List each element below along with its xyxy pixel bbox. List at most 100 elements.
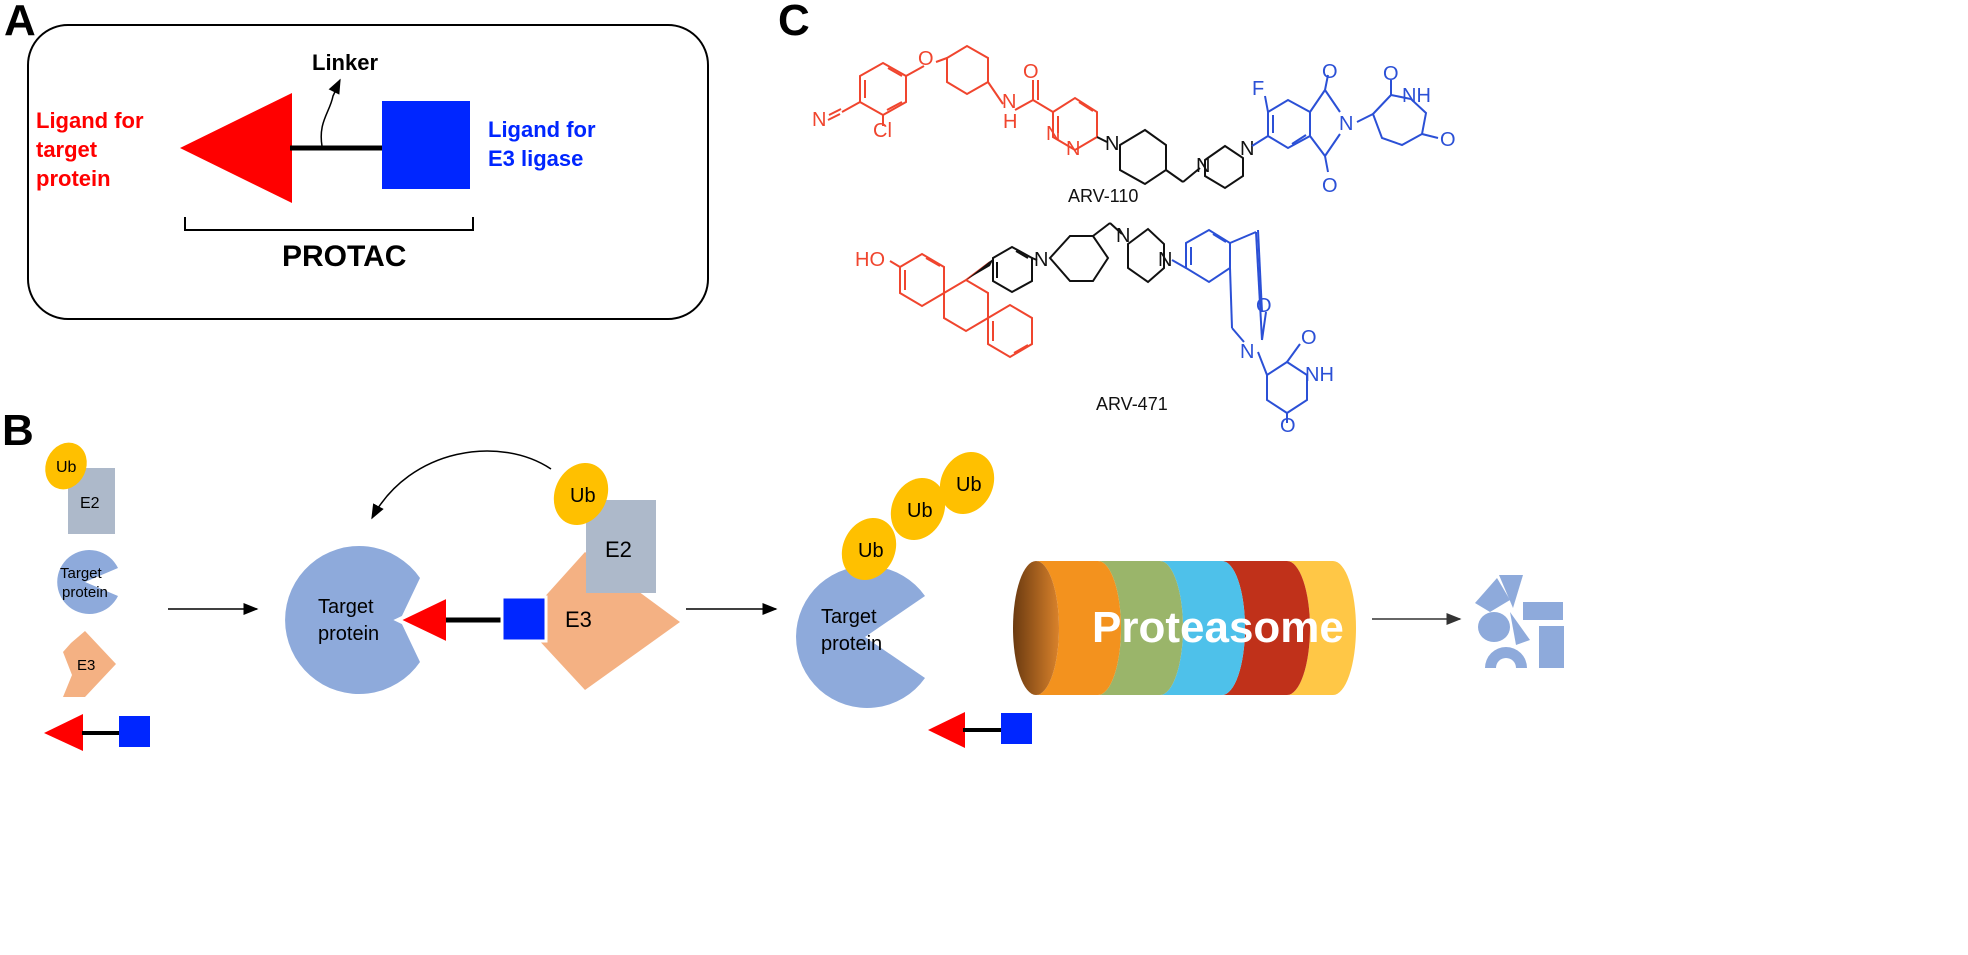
svg-text:N: N bbox=[812, 109, 826, 131]
fragment-6 bbox=[1539, 626, 1564, 668]
legend-target-shape bbox=[57, 550, 118, 614]
svg-text:O: O bbox=[1322, 175, 1338, 197]
complex-protac-square bbox=[500, 595, 548, 643]
linker-pointer bbox=[320, 78, 341, 147]
tagged-ub-1-ellipse bbox=[841, 517, 897, 581]
protac-label: PROTAC bbox=[282, 240, 406, 273]
tagged-target-shape bbox=[796, 565, 925, 708]
complex-target-shape bbox=[285, 546, 420, 694]
proteasome-band-3 bbox=[1160, 561, 1245, 695]
legend-protac-square bbox=[119, 716, 150, 747]
svg-text:O: O bbox=[1256, 295, 1272, 317]
svg-text:N: N bbox=[1105, 133, 1119, 155]
svg-text:O: O bbox=[1280, 415, 1296, 437]
svg-text:F: F bbox=[1252, 78, 1264, 100]
panel-b-letter: B bbox=[2, 406, 34, 455]
svg-text:N: N bbox=[1116, 225, 1130, 247]
svg-text:N: N bbox=[1240, 138, 1254, 160]
complex-e3-shape bbox=[522, 552, 680, 690]
fragment-4 bbox=[1478, 612, 1510, 642]
panel-c-letter: C bbox=[778, 0, 810, 45]
svg-text:N: N bbox=[1002, 91, 1016, 113]
arv-110-blue-atoms: F O N O NH O O bbox=[1252, 61, 1456, 197]
arv-471-blue-atoms: O N O NH O bbox=[1240, 295, 1334, 437]
legend-e3-shape bbox=[63, 631, 116, 697]
protac-box bbox=[27, 24, 709, 320]
complex-e3-label: E3 bbox=[565, 607, 592, 632]
proteasome-label: Proteasome bbox=[1092, 603, 1344, 652]
svg-text:Cl: Cl bbox=[873, 120, 892, 142]
target-ligand-label-1: Ligand for bbox=[36, 108, 144, 133]
arv-110-black-atoms: N N N bbox=[1105, 133, 1254, 177]
tagged-target-label-1: Target bbox=[821, 606, 877, 628]
target-ligand-label-3: protein bbox=[36, 166, 111, 191]
arv-110-name: ARV-110 bbox=[1068, 186, 1138, 206]
proteasome-band-4 bbox=[1222, 561, 1310, 695]
proteasome-band-5 bbox=[1287, 561, 1356, 695]
tagged-ub-2-label: Ub bbox=[907, 500, 933, 522]
svg-text:N: N bbox=[1034, 249, 1048, 271]
svg-text:O: O bbox=[1322, 61, 1338, 83]
protac-bracket bbox=[184, 217, 474, 231]
ub-transfer-arrow bbox=[371, 450, 552, 520]
arv-110-linker bbox=[1096, 128, 1244, 190]
arv-471-red-half bbox=[889, 252, 1033, 359]
legend-e2-label: E2 bbox=[80, 495, 100, 512]
arv-110-red-atoms: O N Cl O N H N N bbox=[812, 48, 1080, 160]
e3-ligand-square bbox=[382, 101, 470, 189]
linker-label: Linker bbox=[312, 50, 378, 75]
fragment-3 bbox=[1523, 602, 1563, 620]
arv-471-blue-half bbox=[1171, 228, 1308, 423]
svg-text:O: O bbox=[1440, 129, 1456, 151]
fragment-2 bbox=[1499, 575, 1523, 608]
svg-text:H: H bbox=[1003, 111, 1017, 133]
svg-text:N: N bbox=[1196, 155, 1210, 177]
fragment-5 bbox=[1510, 612, 1530, 645]
legend-target-label-1: Target bbox=[60, 565, 103, 582]
released-protac-square bbox=[1001, 713, 1032, 744]
legend-e3-label: E3 bbox=[77, 657, 95, 674]
arv-471-linker bbox=[992, 222, 1165, 294]
fragment-7 bbox=[1485, 647, 1527, 668]
tagged-ub-1-label: Ub bbox=[858, 540, 884, 562]
tagged-target-label-2: protein bbox=[821, 633, 882, 655]
tagged-ub-3-ellipse bbox=[939, 451, 995, 515]
target-ligand-label-2: target bbox=[36, 137, 98, 162]
proteasome-opening bbox=[1013, 561, 1059, 695]
compound-arv-471: HO N N N bbox=[855, 222, 1334, 437]
arv-471-ho-atom: HO bbox=[855, 249, 885, 271]
svg-text:NH: NH bbox=[1402, 85, 1431, 107]
svg-text:O: O bbox=[1023, 61, 1039, 83]
released-protac-triangle bbox=[928, 712, 965, 748]
complex-e2-label: E2 bbox=[605, 537, 632, 562]
degraded-fragments bbox=[1475, 575, 1564, 668]
complex-e2-box bbox=[586, 500, 656, 593]
tagged-ub-3-label: Ub bbox=[956, 474, 982, 496]
svg-text:N: N bbox=[1158, 249, 1172, 271]
e3-ligand-label-2: E3 ligase bbox=[488, 146, 583, 171]
arv-110-red-half bbox=[827, 44, 1098, 152]
target-ligand-triangle bbox=[180, 93, 292, 203]
arv-471-wedge-bond bbox=[966, 258, 994, 280]
fragment-1 bbox=[1475, 578, 1510, 612]
e3-ligand-label-1: Ligand for bbox=[488, 117, 596, 142]
svg-text:N: N bbox=[1339, 113, 1353, 135]
arv-471-black-atoms: N N N bbox=[1034, 225, 1172, 271]
compound-arv-110: O N Cl O N H N N N N N bbox=[812, 44, 1456, 206]
panel-c: C O N Cl O N H bbox=[778, 0, 1456, 437]
legend-ub-ellipse bbox=[45, 442, 87, 490]
complex-ub-ellipse bbox=[553, 462, 609, 526]
complex-target-label-2: protein bbox=[318, 623, 379, 645]
proteasome-band-2 bbox=[1098, 561, 1183, 695]
svg-text:O: O bbox=[918, 48, 934, 70]
arv-471-name: ARV-471 bbox=[1096, 394, 1168, 414]
proteasome-band-1 bbox=[1036, 561, 1121, 695]
svg-text:N: N bbox=[1240, 341, 1254, 363]
svg-text:O: O bbox=[1383, 63, 1399, 85]
svg-text:O: O bbox=[1301, 327, 1317, 349]
svg-text:N: N bbox=[1046, 123, 1060, 145]
proteasome: Proteasome bbox=[1013, 561, 1356, 695]
legend-protac-triangle bbox=[44, 714, 83, 751]
panel-a-letter: A bbox=[4, 0, 36, 45]
